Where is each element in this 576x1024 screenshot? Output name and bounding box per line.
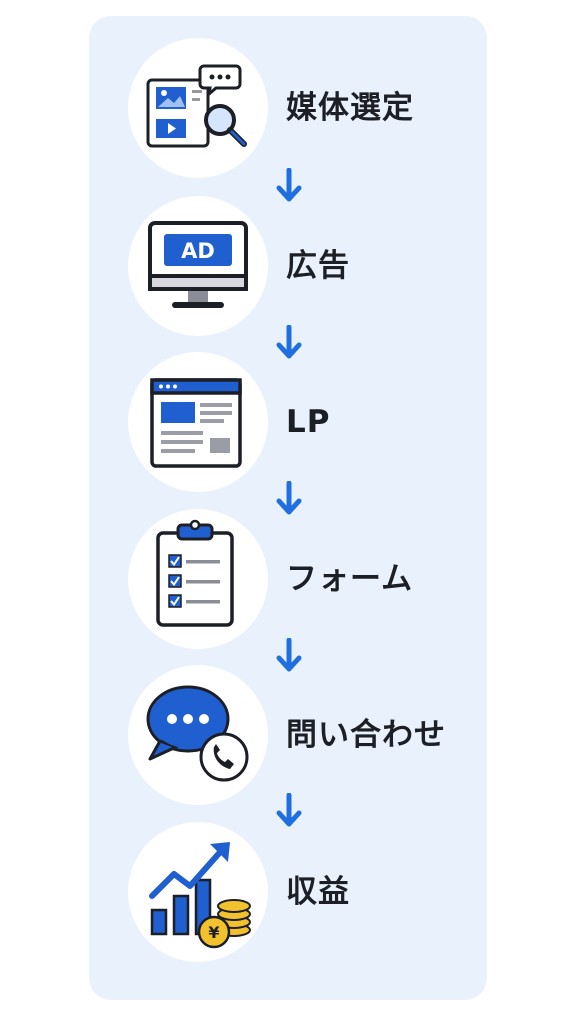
ad-monitor-icon: AD [148,221,248,308]
down-arrow-icon [275,638,303,676]
step-landing-page: LP [128,352,468,492]
step-label: 収益 [286,874,350,910]
step-advertising: AD 広告 [128,196,468,336]
yen-symbol: ¥ [208,923,219,942]
down-arrow-icon [275,168,303,206]
step-label: LP [286,404,331,440]
step-icon-circle [128,38,268,178]
step-icon-circle: AD [128,196,268,336]
step-label: 媒体選定 [286,90,414,126]
chat-phone-icon [146,685,249,782]
step-label: フォーム [286,561,414,597]
revenue-chart-icon: ¥ [149,842,251,949]
step-media-selection: 媒体選定 [128,38,468,178]
step-icon-circle [128,352,268,492]
step-revenue: ¥ 収益 [128,822,468,962]
media-search-icon [146,64,247,148]
step-label: 問い合わせ [286,717,446,753]
down-arrow-icon [275,793,303,831]
step-inquiry: 問い合わせ [128,665,468,805]
step-form: フォーム [128,509,468,649]
down-arrow-icon [275,325,303,363]
step-label: 広告 [286,248,350,284]
landing-page-icon [150,378,242,468]
step-icon-circle: ¥ [128,822,268,962]
down-arrow-icon [275,481,303,519]
step-icon-circle [128,665,268,805]
form-clipboard-icon [156,519,234,627]
step-icon-circle [128,509,268,649]
ad-text: AD [181,239,215,263]
